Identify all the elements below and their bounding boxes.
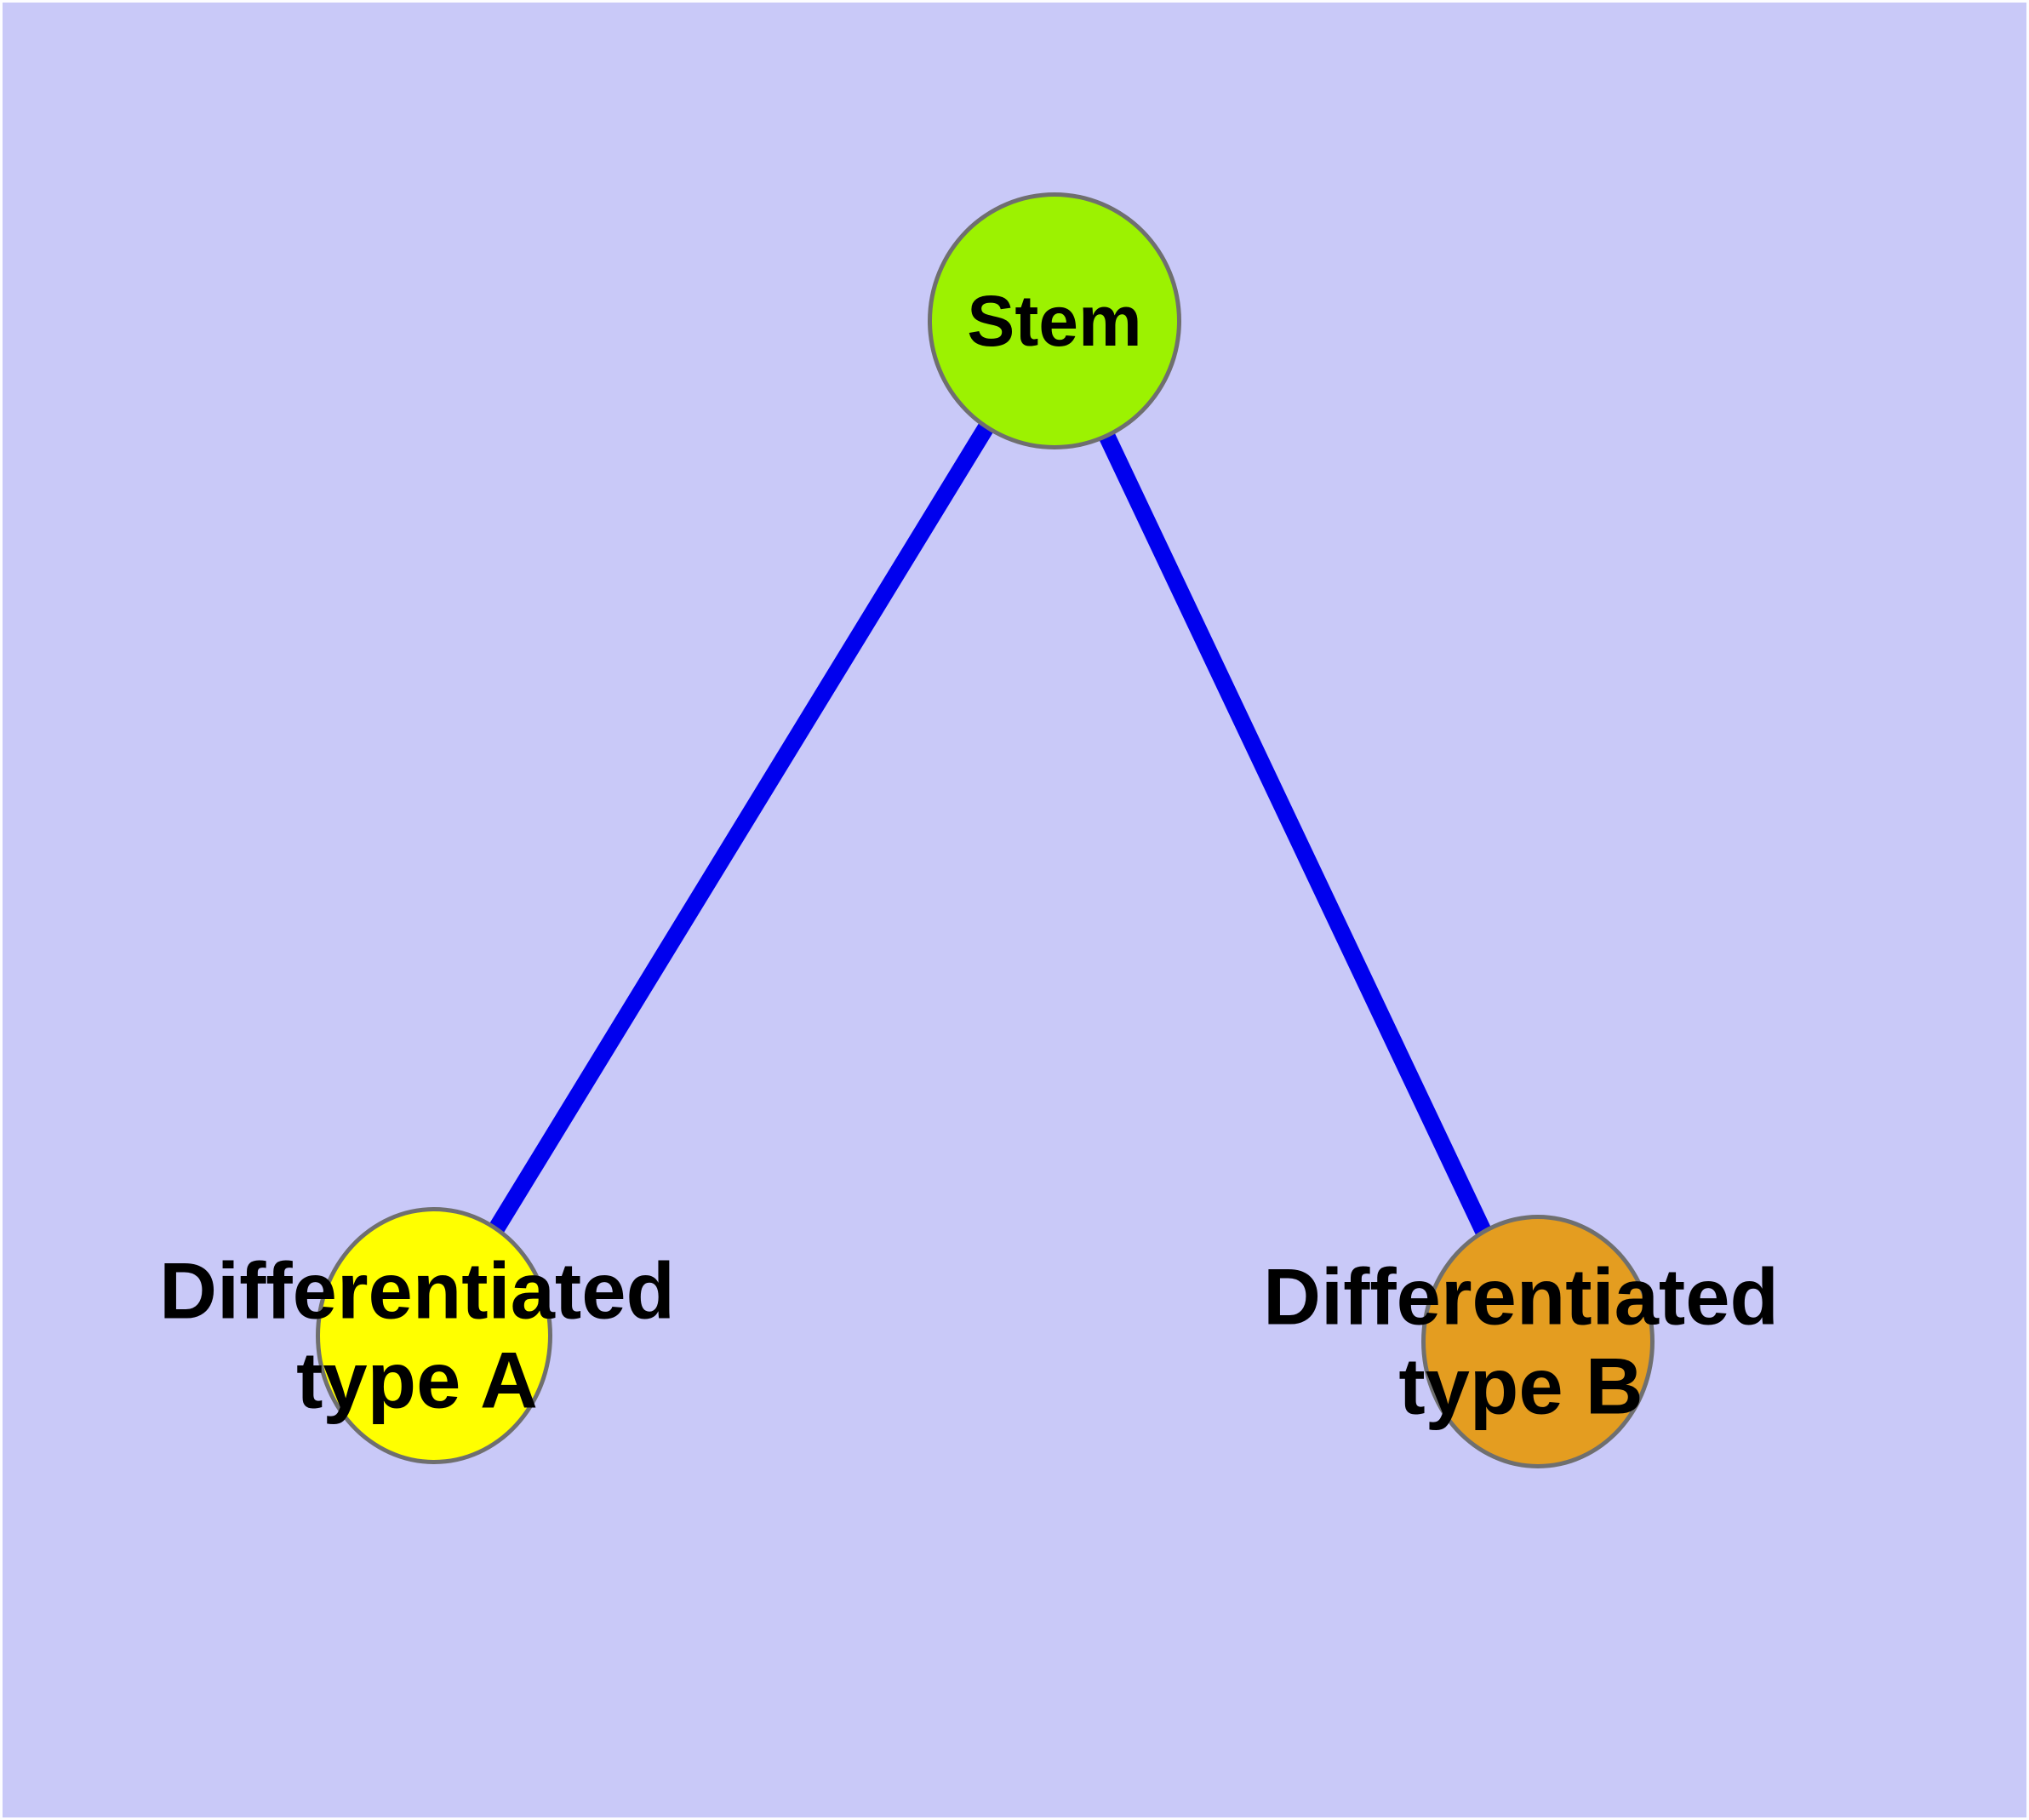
edge-layer <box>426 315 1542 1342</box>
node-differentiated-type-b <box>1421 1215 1655 1468</box>
edge-stem-to-type-a <box>426 315 1060 1336</box>
node-type-a-label: Differentiated type A <box>159 1245 675 1425</box>
node-differentiated-type-a <box>316 1207 552 1464</box>
node-stem <box>928 192 1181 449</box>
node-type-b-label: Differentiated type B <box>1263 1251 1779 1431</box>
plot-background: Stem Differentiated type A Differentiate… <box>3 3 2026 1817</box>
edge-stem-to-type-b <box>1043 316 1542 1342</box>
node-stem-label: Stem <box>967 280 1142 361</box>
